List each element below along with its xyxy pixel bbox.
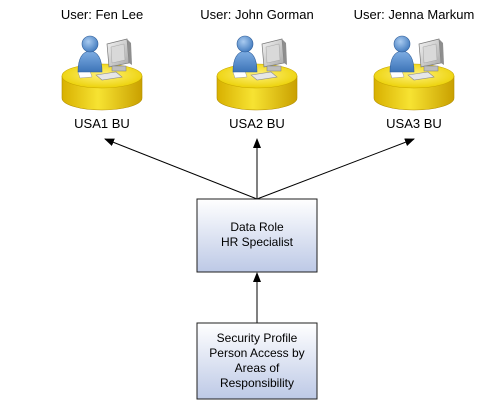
bu-label: USA1 BU bbox=[74, 116, 130, 131]
user-at-workstation-icon bbox=[373, 35, 455, 111]
user-at-workstation-icon bbox=[61, 35, 143, 111]
arrow-to-usa1 bbox=[104, 138, 258, 200]
security-profile-line-4: Responsibility bbox=[220, 376, 294, 390]
security-profile-line-1: Security Profile bbox=[217, 331, 298, 345]
bu-label: USA2 BU bbox=[229, 116, 285, 131]
user-label: User: John Gorman bbox=[200, 7, 313, 22]
data-role-box: Data Role HR Specialist bbox=[196, 198, 318, 273]
data-role-line-2: HR Specialist bbox=[221, 235, 294, 249]
data-role-line-1: Data Role bbox=[230, 220, 284, 234]
user-label: User: Fen Lee bbox=[61, 7, 143, 22]
user-at-workstation-icon bbox=[216, 35, 298, 111]
security-profile-line-3: Areas of bbox=[235, 361, 280, 375]
security-profile-box: Security Profile Person Access by Areas … bbox=[196, 322, 318, 400]
security-profile-line-2: Person Access by bbox=[209, 346, 304, 360]
bu-label: USA3 BU bbox=[386, 116, 442, 131]
arrows bbox=[104, 138, 415, 323]
user-label: User: Jenna Markum bbox=[354, 7, 475, 22]
arrow-to-usa3 bbox=[256, 138, 415, 200]
